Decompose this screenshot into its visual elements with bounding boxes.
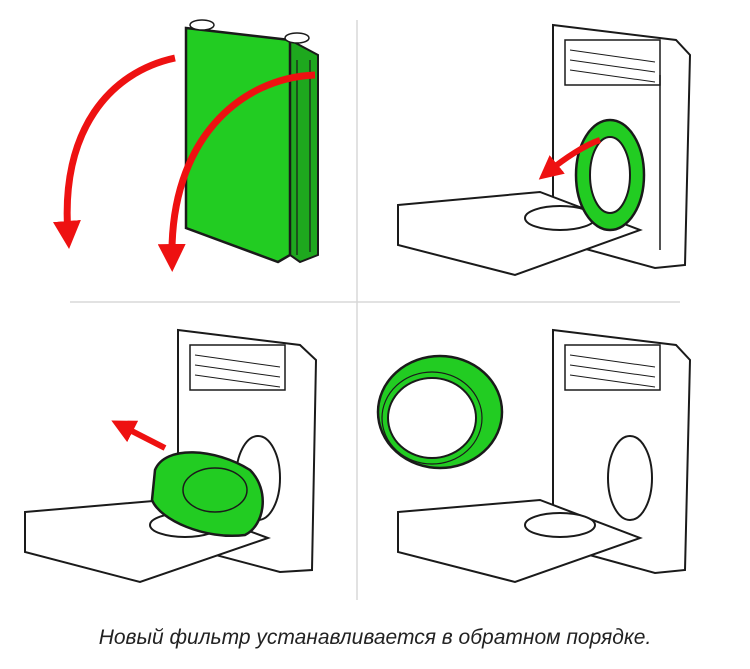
panel-remove-cover [52,19,319,272]
caption-text: Новый фильтр устанавливается в обратном … [98,626,652,649]
rotate-arrow-right [157,71,316,272]
rotate-arrow-left [52,54,176,249]
lift-arrow [111,420,167,451]
panel-lift-filter [24,328,318,584]
panel-filter-removed [376,328,692,584]
panel-slide-filter-out [397,23,692,277]
slide-arrow [538,137,602,180]
